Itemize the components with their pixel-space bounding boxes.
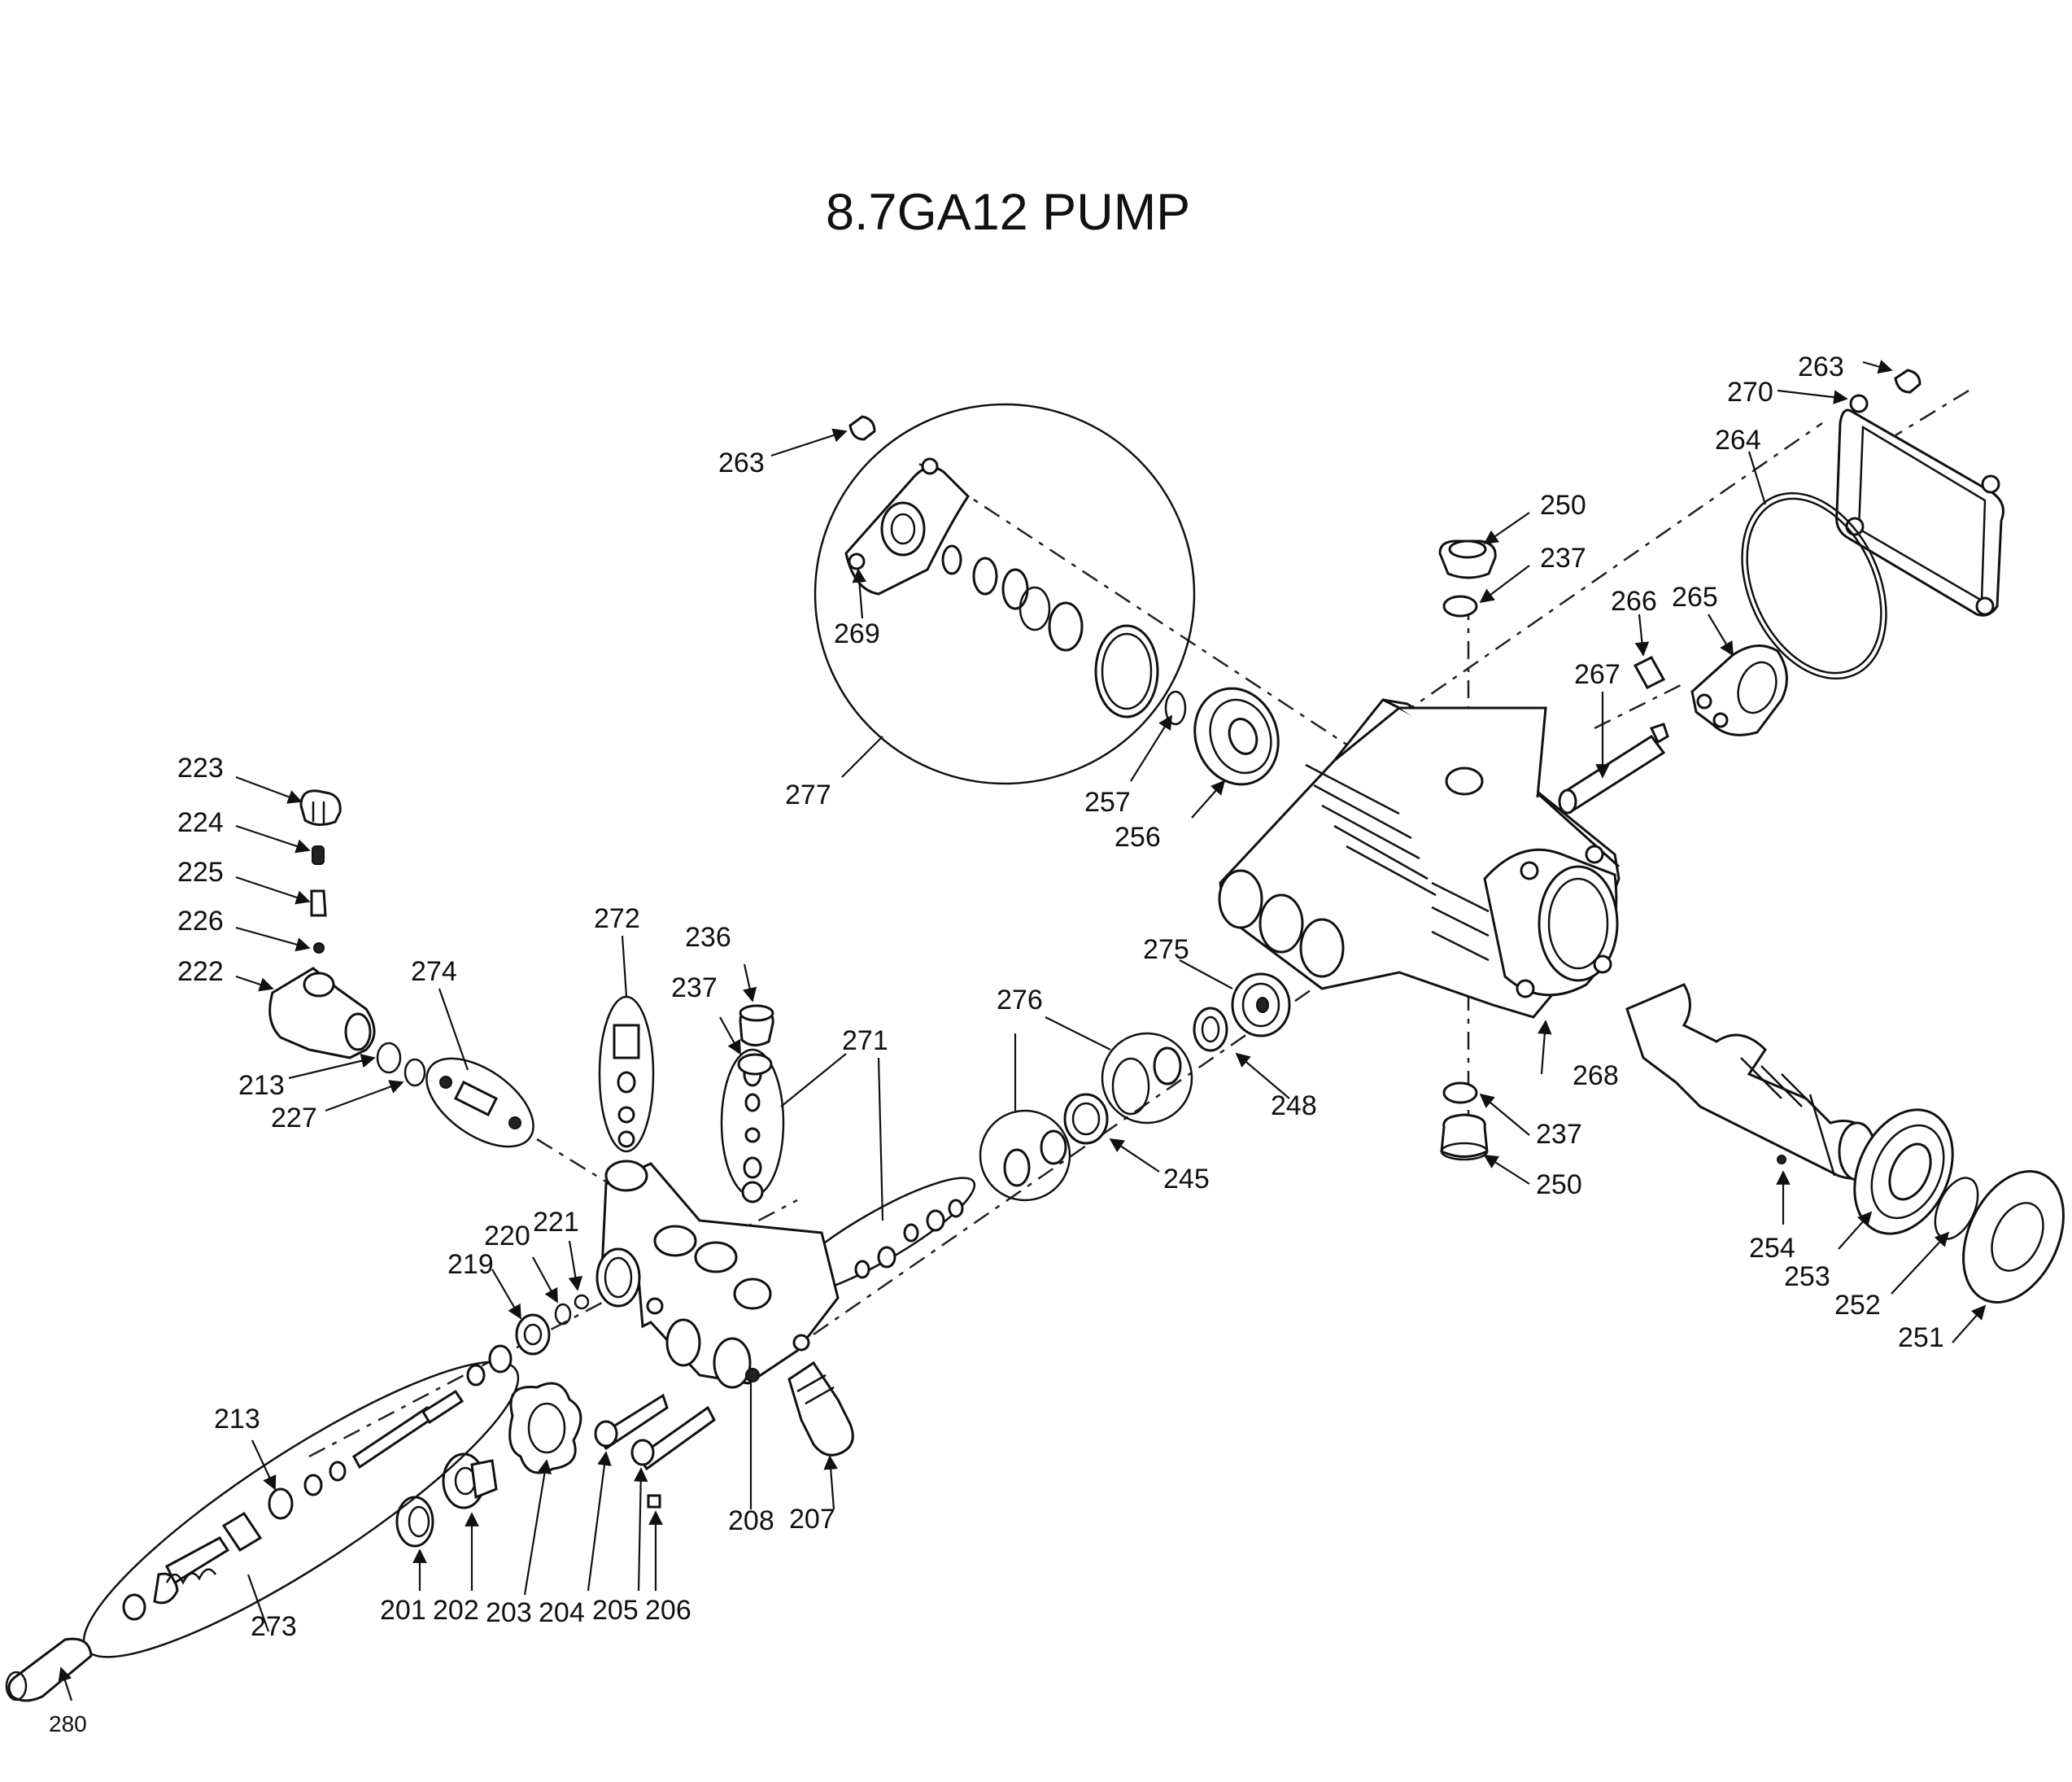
label-277: 277 bbox=[785, 780, 831, 810]
pin-266 bbox=[1633, 656, 1666, 689]
label-236: 236 bbox=[685, 922, 731, 953]
knob-203 bbox=[508, 1382, 582, 1474]
label-222: 222 bbox=[177, 956, 224, 987]
label-250: 250 bbox=[1540, 490, 1586, 521]
label-206: 206 bbox=[645, 1595, 691, 1626]
bearing-256 bbox=[1193, 687, 1280, 786]
oring-264 bbox=[1741, 491, 1887, 680]
label-219: 219 bbox=[447, 1249, 494, 1280]
check-valve-kit-274 bbox=[425, 1057, 534, 1148]
diagram-title: 8.7GA12 PUMP bbox=[826, 184, 1190, 241]
label-257: 257 bbox=[1084, 787, 1131, 818]
crankshaft bbox=[1625, 983, 1877, 1181]
label-224: 224 bbox=[177, 807, 224, 838]
label-273: 273 bbox=[251, 1611, 297, 1642]
label-275: 275 bbox=[1143, 934, 1189, 965]
label-227: 227 bbox=[271, 1103, 317, 1133]
snap-ring-257 bbox=[1164, 690, 1187, 726]
label-256: 256 bbox=[1115, 822, 1161, 853]
label-272: 272 bbox=[594, 903, 640, 934]
label-237: 237 bbox=[671, 972, 718, 1003]
crankcase-housing-268 bbox=[1218, 698, 1621, 1019]
label-252: 252 bbox=[1834, 1290, 1881, 1321]
nut-206 bbox=[647, 1494, 661, 1509]
oil-seal-251 bbox=[1962, 1170, 2065, 1304]
label-225: 225 bbox=[177, 857, 224, 888]
label-254: 254 bbox=[1749, 1233, 1795, 1264]
label-263: 263 bbox=[1798, 352, 1844, 382]
label-221: 221 bbox=[533, 1207, 579, 1238]
fitting-207 bbox=[787, 1361, 854, 1457]
label-269: 269 bbox=[834, 618, 880, 649]
seat-219 bbox=[515, 1313, 551, 1356]
label-204: 204 bbox=[539, 1597, 585, 1628]
label-245: 245 bbox=[1163, 1164, 1210, 1195]
seal-245 bbox=[1063, 1093, 1109, 1145]
label-248: 248 bbox=[1271, 1090, 1317, 1121]
bearing-253 bbox=[1853, 1108, 1954, 1235]
cap-201 bbox=[395, 1496, 434, 1548]
thermal-relief-assembly bbox=[268, 789, 376, 1059]
label-250: 250 bbox=[1536, 1169, 1582, 1200]
plug-250-top bbox=[1438, 539, 1497, 618]
label-263: 263 bbox=[718, 448, 765, 478]
shaft-267 bbox=[1558, 723, 1669, 815]
bolt-205 bbox=[630, 1405, 716, 1471]
ball-221 bbox=[574, 1294, 590, 1310]
label-207: 207 bbox=[789, 1504, 835, 1535]
label-220: 220 bbox=[484, 1221, 530, 1251]
label-264: 264 bbox=[1715, 425, 1761, 456]
label-202: 202 bbox=[433, 1595, 479, 1626]
label-271: 271 bbox=[842, 1025, 888, 1056]
label-213: 213 bbox=[214, 1404, 260, 1435]
label-270: 270 bbox=[1727, 377, 1773, 408]
assembly-centerlines bbox=[308, 389, 1969, 1458]
manifold-head bbox=[595, 1160, 840, 1389]
label-251: 251 bbox=[1898, 1322, 1944, 1353]
label-267: 267 bbox=[1574, 659, 1621, 690]
seal-248 bbox=[1193, 1007, 1228, 1052]
rear-cover-270 bbox=[1835, 394, 2004, 617]
tube-280 bbox=[5, 1637, 93, 1702]
seal-kit-circle-277 bbox=[814, 403, 1196, 785]
label-208: 208 bbox=[728, 1505, 774, 1536]
screw-263 bbox=[848, 369, 1922, 441]
leader-lines bbox=[58, 360, 1987, 1701]
label-203: 203 bbox=[486, 1597, 532, 1628]
label-213: 213 bbox=[238, 1070, 285, 1101]
part-number-labels: 263 263 270 264 250 237 266 265 267 269 … bbox=[49, 352, 1944, 1736]
label-276: 276 bbox=[997, 985, 1043, 1015]
label-226: 226 bbox=[177, 906, 224, 937]
unloader-kit-273 bbox=[82, 1344, 520, 1658]
seal-group-276 bbox=[979, 1032, 1193, 1202]
label-223: 223 bbox=[177, 753, 224, 784]
oring-220 bbox=[554, 1303, 572, 1326]
bearing-275 bbox=[1231, 972, 1291, 1037]
plug-250-bottom bbox=[1440, 1081, 1489, 1161]
label-280: 280 bbox=[49, 1711, 87, 1736]
label-205: 205 bbox=[592, 1595, 639, 1626]
label-274: 274 bbox=[411, 956, 457, 987]
label-265: 265 bbox=[1672, 582, 1718, 613]
oring-213-227 bbox=[376, 1042, 426, 1087]
label-266: 266 bbox=[1611, 586, 1657, 617]
washer-202 bbox=[442, 1452, 498, 1509]
valve-kit-272 bbox=[598, 995, 655, 1153]
bracket-265 bbox=[1690, 644, 1788, 736]
label-201: 201 bbox=[380, 1595, 426, 1626]
plug-236 bbox=[737, 1004, 774, 1076]
label-268: 268 bbox=[1573, 1060, 1619, 1091]
label-253: 253 bbox=[1784, 1261, 1830, 1292]
label-237: 237 bbox=[1536, 1119, 1582, 1150]
label-237: 237 bbox=[1540, 543, 1586, 574]
bolt-204 bbox=[594, 1393, 669, 1451]
